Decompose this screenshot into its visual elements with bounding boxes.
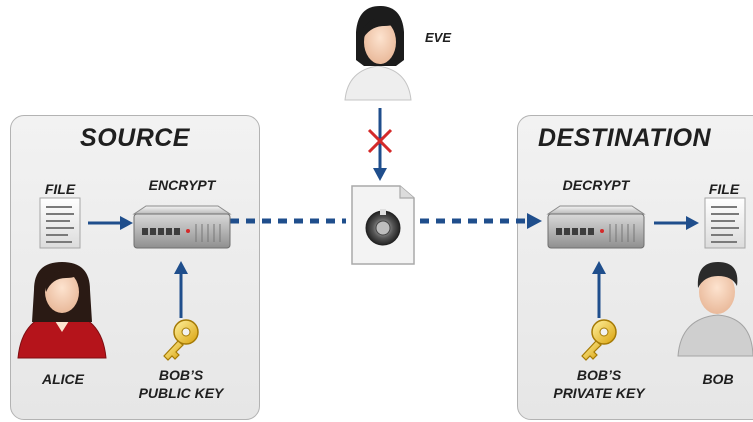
private-key-to-decrypt-arrow: [592, 261, 606, 318]
private-key-label-line2: PRIVATE KEY: [553, 385, 645, 401]
public-key-label-line2: PUBLIC KEY: [138, 385, 224, 401]
blocked-x-icon: [367, 128, 393, 154]
public-key-to-encrypt-arrow: [174, 261, 188, 318]
destination-title: DESTINATION: [538, 124, 712, 152]
alice-label: ALICE: [42, 371, 84, 387]
encrypt-server-icon: [132, 205, 232, 249]
public-key-icon: [163, 319, 199, 361]
source-file-icon: [39, 197, 81, 249]
decrypt-label: DECRYPT: [562, 177, 630, 193]
decrypt-to-file-arrow: [654, 216, 699, 230]
public-key-label-line1: BOB’S: [158, 367, 204, 383]
encrypt-label: ENCRYPT: [148, 177, 216, 193]
source-title: SOURCE: [80, 124, 190, 152]
decrypt-server-icon: [546, 205, 646, 249]
destination-file-label: FILE: [708, 181, 740, 197]
private-key-icon: [581, 319, 617, 361]
safe-icon: [351, 185, 415, 265]
private-key-label: BOB’S PRIVATE KEY: [536, 366, 662, 402]
private-key-label-line1: BOB’S: [576, 367, 622, 383]
destination-file-icon: [704, 197, 746, 249]
bob-label: BOB: [702, 371, 734, 387]
eve-person-icon: [344, 6, 412, 101]
transmission-line-right: [420, 213, 542, 229]
public-key-label: BOB’S PUBLIC KEY: [120, 366, 242, 402]
eve-label: EVE: [425, 30, 451, 45]
source-file-label: FILE: [44, 181, 76, 197]
alice-person-icon: [17, 262, 107, 359]
bob-person-icon: [677, 262, 753, 357]
file-to-encrypt-arrow: [88, 216, 133, 230]
